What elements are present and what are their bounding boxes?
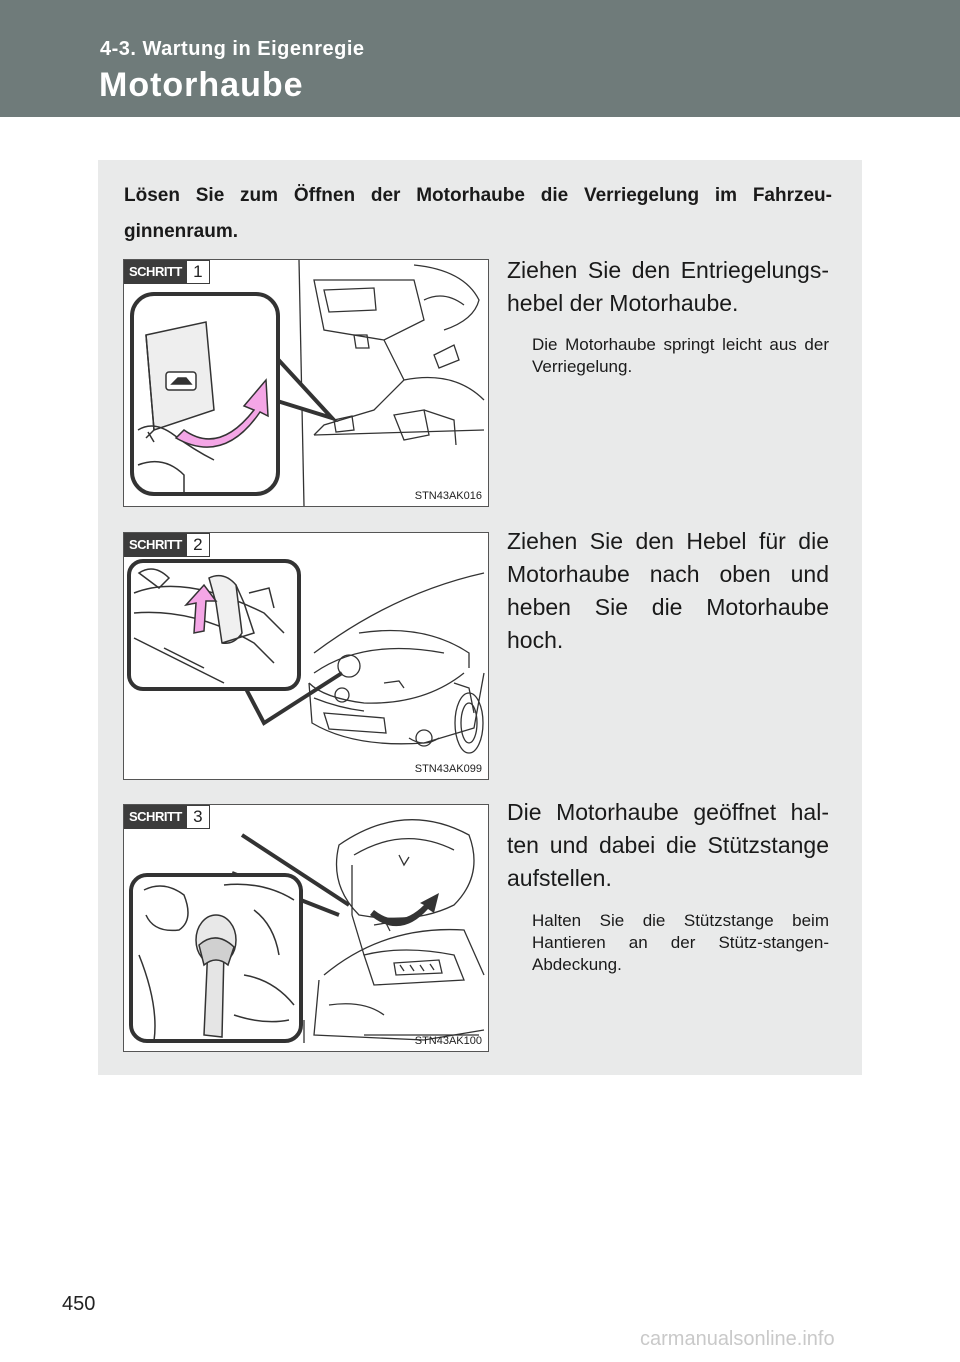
hood-support-rod-illustration (129, 819, 485, 1043)
step-3-note: Halten Sie die Stützstange beim Hantiere… (532, 911, 829, 974)
figure-code: STN43AK099 (414, 763, 482, 775)
page-header: 4-3. Wartung in Eigenregie Motorhaube (0, 0, 960, 117)
step-badge-number: 2 (186, 533, 210, 557)
step-badge-label: SCHRITT (124, 260, 187, 284)
hood-release-lever-illustration (130, 260, 485, 506)
watermark: carmanualsonline.info (640, 1328, 835, 1350)
step-1-badge: SCHRITT 1 (124, 260, 210, 284)
figure-code: STN43AK016 (414, 490, 482, 502)
step-3-figure: SCHRITT 3 STN43AK100 (123, 804, 489, 1052)
step-badge-number: 3 (186, 805, 210, 829)
step-2-text: Ziehen Sie den Hebel für die Motorhaube … (507, 528, 829, 653)
step-badge-number: 1 (186, 260, 210, 284)
page-number: 450 (62, 1293, 96, 1315)
step-1-note: Die Motorhaube springt leicht aus der Ve… (532, 335, 829, 376)
step-3-text: Die Motorhaube geöffnet hal-ten und dabe… (507, 799, 829, 891)
intro-text: Lösen Sie zum Öffnen der Motorhaube die … (124, 185, 832, 242)
step-1-figure: SCHRITT 1 STN43AK016 (123, 259, 489, 507)
section-heading: 4-3. Wartung in Eigenregie (100, 38, 365, 60)
step-1-text: Ziehen Sie den Entriegelungs-hebel der M… (507, 257, 829, 316)
figure-code: STN43AK100 (414, 1035, 482, 1047)
page-title: Motorhaube (99, 66, 304, 104)
step-badge-label: SCHRITT (124, 805, 187, 829)
hood-lever-lift-illustration (127, 559, 485, 754)
step-2-figure: SCHRITT 2 STN43AK099 (123, 532, 489, 780)
step-2-badge: SCHRITT 2 (124, 533, 210, 557)
step-3-badge: SCHRITT 3 (124, 805, 210, 829)
step-badge-label: SCHRITT (124, 533, 187, 557)
